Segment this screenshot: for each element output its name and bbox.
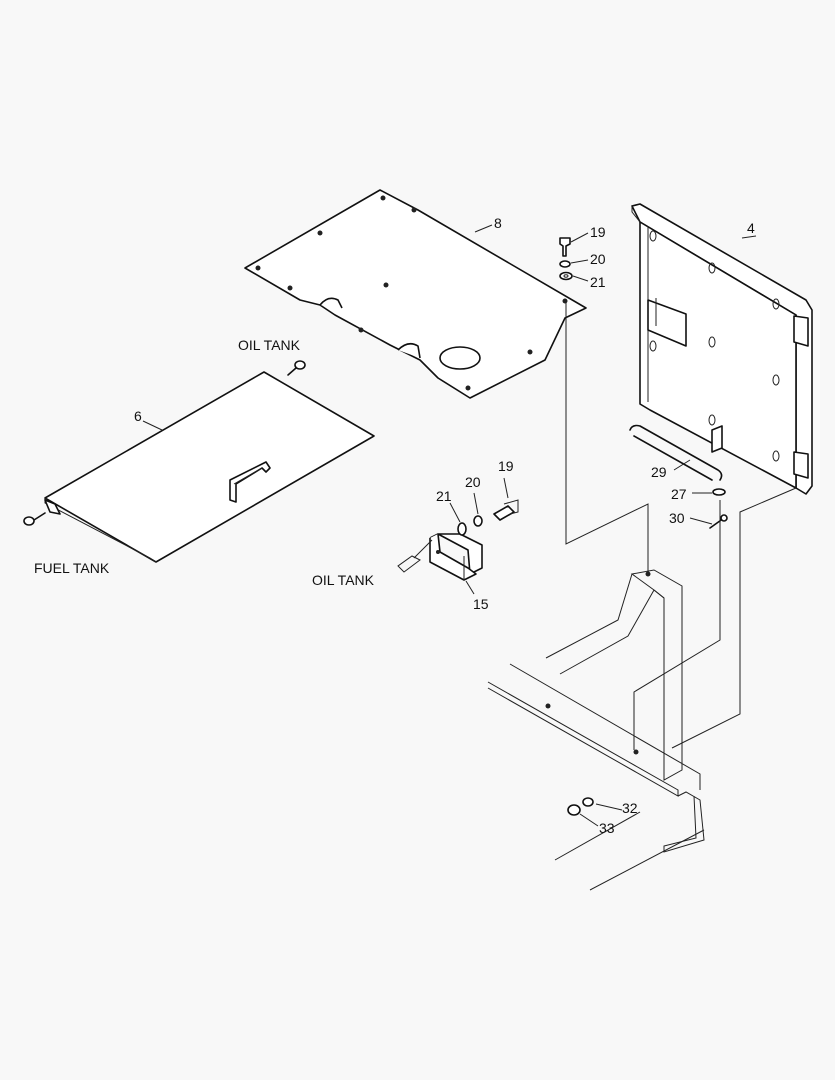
bracket-15	[429, 533, 483, 595]
nut-32	[582, 797, 623, 811]
bolt-fuel-tank	[23, 512, 46, 526]
callout-15: 15	[473, 596, 489, 612]
callout-19-bracket: 19	[498, 458, 514, 474]
callout-19-top: 19	[590, 224, 606, 240]
callout-32: 32	[622, 800, 638, 816]
callout-20-top: 20	[590, 251, 606, 267]
label-oil-tank-bracket: OIL TANK	[312, 572, 375, 588]
callout-21-bracket: 21	[436, 488, 452, 504]
washer-27	[692, 488, 726, 496]
callout-4: 4	[747, 220, 755, 236]
assembly-lines	[565, 300, 797, 750]
callout-8: 8	[494, 215, 502, 231]
bolt-stack-top	[559, 232, 589, 282]
callout-29: 29	[651, 464, 667, 480]
stand-frame	[487, 569, 705, 891]
pin-30	[689, 514, 728, 529]
callout-6: 6	[134, 408, 142, 424]
callout-33: 33	[599, 820, 615, 836]
bolt-oil-tank	[287, 360, 306, 376]
label-oil-tank-top: OIL TANK	[238, 337, 301, 353]
nut-33	[567, 804, 599, 827]
callout-21-top: 21	[590, 274, 606, 290]
label-fuel-tank: FUEL TANK	[34, 560, 110, 576]
callout-20-bracket: 20	[465, 474, 481, 490]
door-panel-4	[631, 203, 813, 495]
stay-rod-29	[629, 424, 723, 481]
cover-plate-6	[44, 371, 375, 563]
callout-27: 27	[671, 486, 687, 502]
cover-plate-8	[244, 189, 587, 399]
bolt-stack-bracket	[397, 477, 519, 573]
callout-30: 30	[669, 510, 685, 526]
